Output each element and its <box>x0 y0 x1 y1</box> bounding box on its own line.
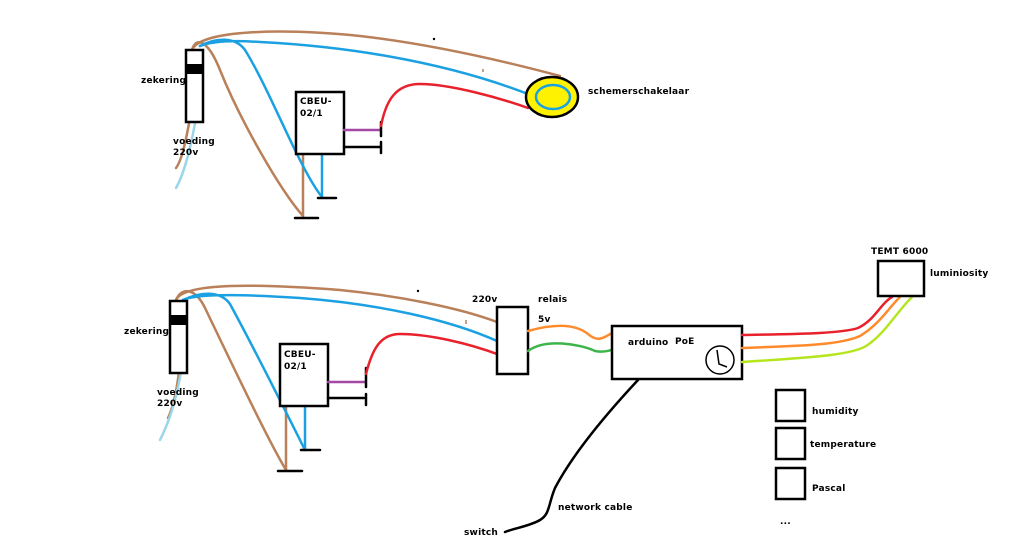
twilight-switch-inner-ring <box>534 83 572 111</box>
top-fuse-band <box>186 64 203 74</box>
top-cbeu-module <box>294 90 346 156</box>
top-brown-wire-to-switch <box>190 30 562 78</box>
luminosity-label: luminiosity <box>930 269 988 279</box>
poe-label: PoE <box>675 337 695 347</box>
sensor-red-wire <box>740 295 894 337</box>
top-blue-wire-to-module <box>198 38 324 199</box>
temperature-sensor <box>774 426 807 461</box>
bottom-blue-wire-to-module <box>181 292 307 452</box>
top-module-label-2: 02/1 <box>300 109 323 119</box>
bottom-brown-wire-to-ground <box>174 289 288 472</box>
temt6000-label: TEMT 6000 <box>871 247 928 257</box>
relay-green-wire <box>526 342 614 353</box>
top-module-label-1: CBEU- <box>300 97 332 107</box>
top-supply-blue-wire <box>174 116 198 190</box>
top-brown-wire-to-ground <box>190 41 305 218</box>
more-sensors-label: ... <box>780 517 791 527</box>
top-fuse-label: zekering <box>141 76 186 86</box>
top-circuit: zekering voeding 220v CBEU- 02/1 schemer… <box>141 30 690 220</box>
temperature-label: temperature <box>810 440 876 450</box>
relay-orange-wire <box>526 324 614 340</box>
network-cable-label: network cable <box>558 503 633 513</box>
bottom-brown-wire-to-relay <box>174 284 499 324</box>
sensor-orange-wire <box>740 294 903 350</box>
network-cable <box>503 378 640 534</box>
relay-voltage-low-label: 5v <box>538 315 551 325</box>
bottom-red-wire <box>364 332 499 376</box>
switch-label: switch <box>464 528 498 538</box>
top-red-wire <box>379 82 530 128</box>
bottom-supply-label-2: 220v <box>157 399 182 409</box>
top-supply-label-1: voeding <box>173 137 215 147</box>
top-fuse <box>184 48 205 124</box>
bottom-cbeu-module <box>278 342 330 408</box>
bottom-fuse-band <box>170 315 187 325</box>
top-blue-wire-to-switch <box>198 39 530 96</box>
arduino-label: arduino <box>628 338 668 348</box>
pascal-label: Pascal <box>812 484 845 494</box>
stray-dot <box>432 37 436 41</box>
relay-label: relais <box>538 295 567 305</box>
temt6000-sensor <box>876 259 926 298</box>
bottom-module-label-1: CBEU- <box>284 350 316 360</box>
relay <box>495 305 530 376</box>
top-supply-brown-wire <box>174 116 192 170</box>
bottom-fuse-label: zekering <box>124 327 169 337</box>
humidity-sensor <box>774 388 807 423</box>
bottom-supply-blue-wire <box>158 370 183 442</box>
humidity-label: humidity <box>812 407 859 417</box>
pressure-sensor <box>774 466 807 501</box>
clock-hands <box>716 349 728 368</box>
bottom-circuit: zekering voeding 220v CBEU- 02/1 220v re… <box>124 247 988 538</box>
stray-dot-2 <box>416 289 420 293</box>
relay-voltage-high-label: 220v <box>472 295 497 305</box>
bottom-supply-label-1: voeding <box>157 388 199 398</box>
sensor-lime-wire <box>740 294 915 364</box>
bottom-module-label-2: 02/1 <box>284 362 307 372</box>
bottom-blue-wire-to-relay <box>181 293 499 343</box>
clock-icon <box>705 345 735 375</box>
bottom-fuse <box>168 299 189 375</box>
top-supply-label-2: 220v <box>173 148 198 158</box>
twilight-switch-label: schemerschakelaar <box>588 87 690 97</box>
